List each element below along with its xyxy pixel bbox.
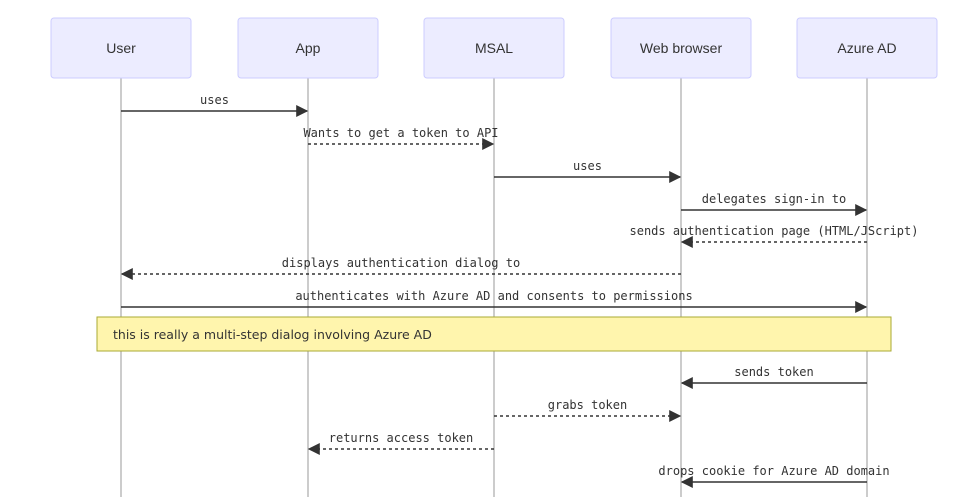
message-label: sends token	[734, 365, 813, 379]
note-layer: this is really a multi-step dialog invol…	[96, 316, 892, 352]
message-label: authenticates with Azure AD and consents…	[295, 289, 692, 303]
message-5: sends authentication page (HTML/JScript)	[630, 224, 919, 248]
participant-label: Web browser	[640, 40, 723, 56]
participant-box	[610, 17, 752, 79]
message-3: uses	[494, 159, 682, 183]
note-box	[96, 316, 892, 352]
message-1: uses	[121, 93, 309, 117]
participant-box	[423, 17, 565, 79]
message-2: Wants to get a token to API	[303, 126, 499, 150]
participant-azure: Azure AD	[796, 17, 938, 79]
participant-box	[796, 17, 938, 79]
participants: User App MSAL Web browser Azure AD	[50, 17, 938, 79]
message-label: drops cookie for Azure AD domain	[658, 464, 889, 478]
participant-box	[237, 17, 379, 79]
note-text: this is really a multi-step dialog invol…	[113, 327, 432, 342]
participant-label: MSAL	[475, 40, 513, 56]
participant-label: App	[296, 40, 321, 56]
message-10: returns access token	[307, 431, 494, 455]
message-6: displays authentication dialog to	[120, 256, 681, 280]
message-label: uses	[200, 93, 229, 107]
message-label: delegates sign-in to	[702, 192, 847, 206]
message-label: grabs token	[548, 398, 627, 412]
participant-app: App	[237, 17, 379, 79]
participant-browser: Web browser	[610, 17, 752, 79]
participant-user: User	[50, 17, 192, 79]
participant-label: User	[106, 40, 136, 56]
message-11: drops cookie for Azure AD domain	[658, 464, 890, 488]
message-label: uses	[573, 159, 602, 173]
message-label: Wants to get a token to API	[303, 126, 498, 140]
message-4: delegates sign-in to	[681, 192, 868, 216]
message-9: grabs token	[494, 398, 682, 422]
message-label: displays authentication dialog to	[282, 256, 520, 270]
message-7: authenticates with Azure AD and consents…	[121, 289, 868, 313]
message-label: returns access token	[329, 431, 474, 445]
participant-label: Azure AD	[837, 40, 896, 56]
participant-box	[50, 17, 192, 79]
participant-msal: MSAL	[423, 17, 565, 79]
message-label: sends authentication page (HTML/JScript)	[630, 224, 919, 238]
lifelines	[120, 78, 868, 497]
message-8: sends token	[680, 365, 867, 389]
